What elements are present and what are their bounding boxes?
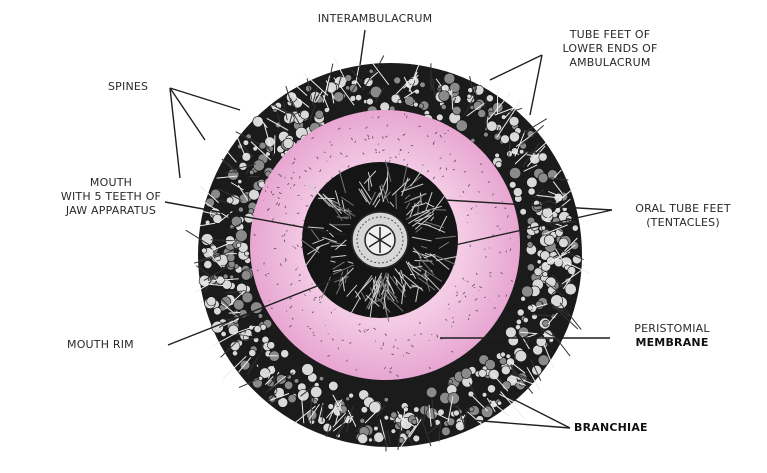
label-oral-tube-feet: ORAL TUBE FEET (TENTACLES) <box>608 202 758 230</box>
label-mouth-rim: MOUTH RIM <box>67 338 134 352</box>
label-branchiae-text: BRANCHIAE <box>574 421 648 434</box>
leader-spines-a <box>170 88 240 110</box>
label-peristomial-membrane: PERISTOMIAL MEMBRANE <box>602 322 742 350</box>
label-spines: SPINES <box>108 80 148 94</box>
mouth-teeth <box>365 225 395 255</box>
label-mouth-line3: JAW APPARATUS <box>36 204 186 218</box>
label-mouth-rim-text: MOUTH RIM <box>67 338 134 351</box>
label-peristomial-line2: MEMBRANE <box>602 336 742 350</box>
label-spines-text: SPINES <box>108 80 148 93</box>
label-oral-tube-feet-line2: (TENTACLES) <box>608 216 758 230</box>
label-tube-feet: TUBE FEET OF LOWER ENDS OF AMBULACRUM <box>540 28 680 70</box>
leader-tube-feet-a <box>490 55 542 80</box>
label-branchiae: BRANCHIAE <box>574 421 648 435</box>
label-interambulacrum-text: INTERAMBULACRUM <box>318 12 433 25</box>
label-tube-feet-line2: LOWER ENDS OF <box>540 42 680 56</box>
leader-branchiae-b <box>470 420 570 428</box>
label-mouth-line2: WITH 5 TEETH OF <box>36 190 186 204</box>
label-interambulacrum: INTERAMBULACRUM <box>285 12 465 26</box>
label-mouth: MOUTH WITH 5 TEETH OF JAW APPARATUS <box>36 176 186 218</box>
label-tube-feet-line1: TUBE FEET OF <box>540 28 680 42</box>
leader-interambulacrum <box>360 30 365 65</box>
label-oral-tube-feet-line1: ORAL TUBE FEET <box>608 202 758 216</box>
label-tube-feet-line3: AMBULACRUM <box>540 56 680 70</box>
label-peristomial-line1: PERISTOMIAL <box>602 322 742 336</box>
label-mouth-line1: MOUTH <box>36 176 186 190</box>
